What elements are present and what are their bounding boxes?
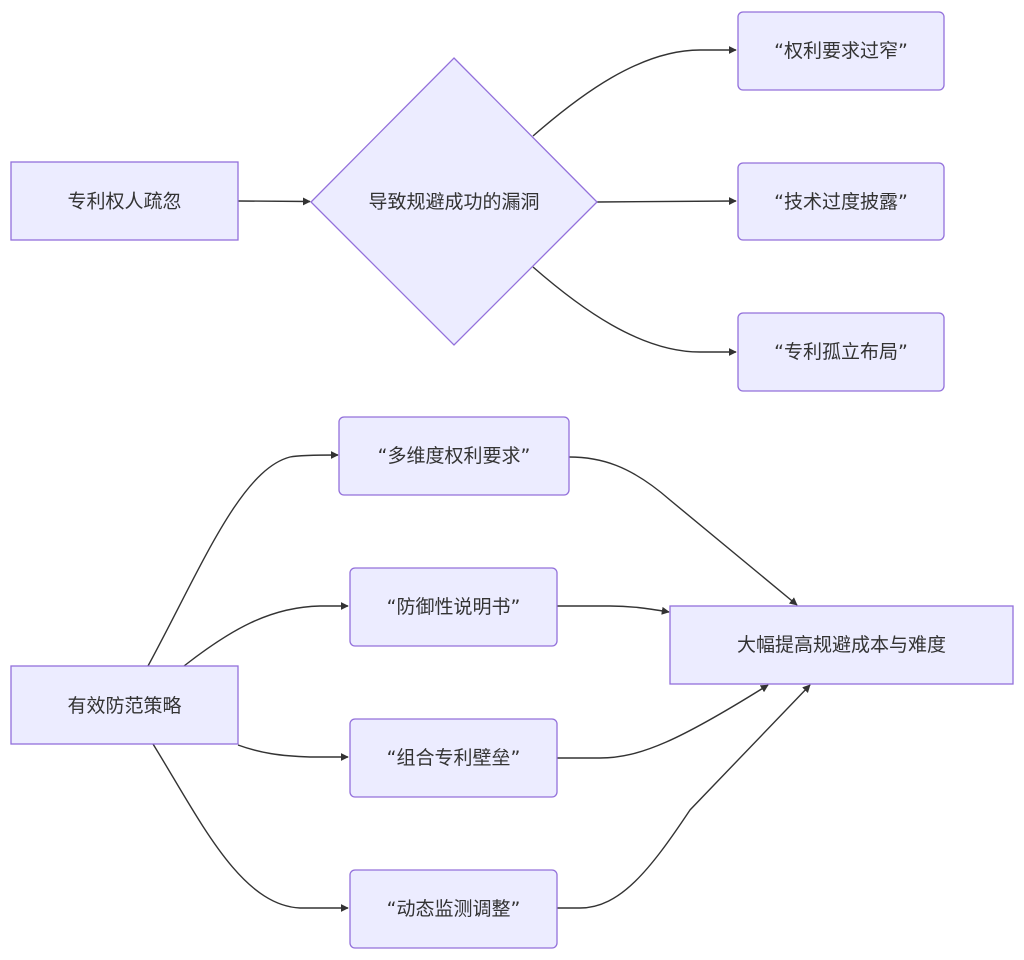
- node-portfolio-barrier[interactable]: “组合专利壁垒”: [349, 718, 558, 798]
- edge-a-to-b: [237, 197, 311, 206]
- edge-b-to-c2: [596, 197, 737, 206]
- node-prevention-strategy[interactable]: 有效防范策略: [10, 665, 239, 745]
- svg-text:“技术过度披露”: “技术过度披露”: [774, 191, 908, 213]
- edge-d-to-e4: [152, 743, 349, 912]
- node-dynamic-monitoring[interactable]: “动态监测调整”: [349, 869, 558, 949]
- node-multi-dimensional-claims[interactable]: “多维度权利要求”: [338, 416, 570, 496]
- node-claims-too-narrow[interactable]: “权利要求过窄”: [737, 11, 945, 91]
- svg-text:“组合专利壁垒”: “组合专利壁垒”: [387, 747, 521, 769]
- node-loophole-decision[interactable]: 导致规避成功的漏洞: [310, 57, 598, 346]
- node-raise-cost-difficulty[interactable]: 大幅提高规避成本与难度: [669, 605, 1014, 685]
- edges: [147, 46, 811, 912]
- svg-text:“防御性说明书”: “防御性说明书”: [387, 596, 521, 618]
- edge-e4-to-f: [557, 684, 811, 909]
- node-isolated-layout[interactable]: “专利孤立布局”: [737, 312, 945, 392]
- edge-d-to-e3: [237, 744, 349, 761]
- svg-text:“多维度权利要求”: “多维度权利要求”: [378, 445, 531, 467]
- svg-text:“专利孤立布局”: “专利孤立布局”: [774, 341, 908, 363]
- edge-e3-to-f: [557, 684, 769, 759]
- edge-b-to-c1: [532, 46, 737, 137]
- edge-b-to-c3: [532, 266, 737, 356]
- svg-text:导致规避成功的漏洞: 导致规避成功的漏洞: [368, 191, 539, 213]
- node-defensive-specification[interactable]: “防御性说明书”: [349, 567, 558, 647]
- edge-e2-to-f: [557, 605, 670, 615]
- svg-text:“动态监测调整”: “动态监测调整”: [387, 898, 521, 920]
- edge-e1-to-f: [568, 456, 798, 606]
- edge-d-to-e1: [147, 451, 339, 667]
- node-patent-holder-negligence[interactable]: 专利权人疏忽: [10, 161, 239, 241]
- node-over-disclosure[interactable]: “技术过度披露”: [737, 162, 945, 241]
- svg-text:专利权人疏忽: 专利权人疏忽: [67, 191, 181, 213]
- svg-text:有效防范策略: 有效防范策略: [67, 695, 181, 717]
- edge-d-to-e2: [183, 602, 349, 667]
- svg-text:大幅提高规避成本与难度: 大幅提高规避成本与难度: [737, 634, 946, 656]
- svg-text:“权利要求过窄”: “权利要求过窄”: [774, 40, 908, 62]
